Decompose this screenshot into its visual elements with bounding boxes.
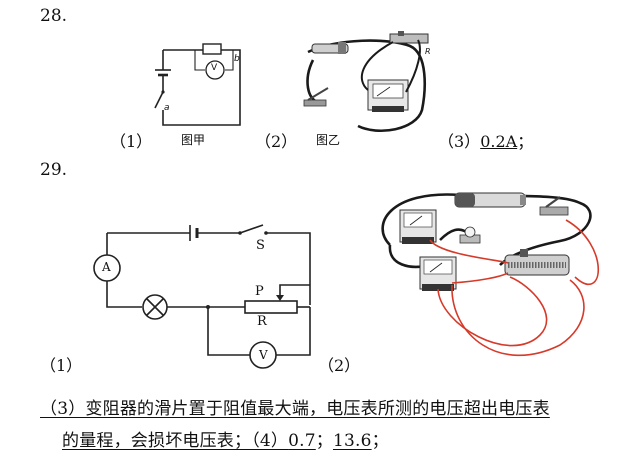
point-a-label: a	[164, 103, 170, 113]
rheostat-r-label-29: R	[257, 314, 267, 329]
q29-answer-4-separator: ；	[315, 431, 333, 451]
q29-answer-line-1: （3）变阻器的滑片置于阻值最大端，电压表所测的电压超出电压表	[40, 394, 550, 419]
q29-answer-4b: 13.6	[332, 431, 372, 451]
question-29-number: 29.	[40, 160, 68, 180]
q28-part2-label: （2）	[255, 132, 298, 151]
figure-yi-caption: 图乙	[316, 133, 341, 147]
voltmeter-symbol-label: V	[211, 63, 218, 73]
q29-part2-label: （2）	[318, 356, 361, 375]
q29-answer-line-2: 的量程，会损坏电压表；（4）0.7；13.6；	[62, 426, 389, 451]
q28-answer-3: 0.2A	[480, 132, 518, 151]
q28-part1-label: （1）	[110, 132, 153, 151]
rheostat-r-label: R	[425, 47, 431, 56]
q28-part3-label: （3）0.2A；	[438, 128, 533, 152]
q29-answer-3-continued: 的量程，会损坏电压表；（4）	[62, 431, 289, 451]
question-28-number: 28.	[40, 6, 68, 26]
ammeter-symbol-label: A	[102, 260, 111, 274]
q29-apparatus-photo	[381, 192, 600, 357]
q29-circuit-schematic	[93, 224, 311, 369]
q28-answer-3-suffix: ；	[517, 132, 534, 151]
figure-jia-caption: 图甲	[181, 133, 206, 147]
q28-circuit-diagram-a	[154, 43, 241, 126]
q29-answer-3-text: （3）变阻器的滑片置于阻值最大端，电压表所测的电压超出电压表	[40, 399, 550, 419]
switch-s-label: S	[256, 238, 265, 253]
q29-answer-4a: 0.7	[288, 431, 316, 451]
voltmeter-symbol-label-29: V	[259, 348, 268, 362]
q28-part3-prefix: （3）	[438, 132, 481, 151]
point-b-label: b	[234, 54, 240, 64]
q28-apparatus-photo	[303, 31, 429, 133]
slider-p-label: P	[255, 284, 264, 299]
q29-answer-4-end: ；	[371, 431, 389, 451]
q29-part1-label: （1）	[40, 356, 83, 375]
